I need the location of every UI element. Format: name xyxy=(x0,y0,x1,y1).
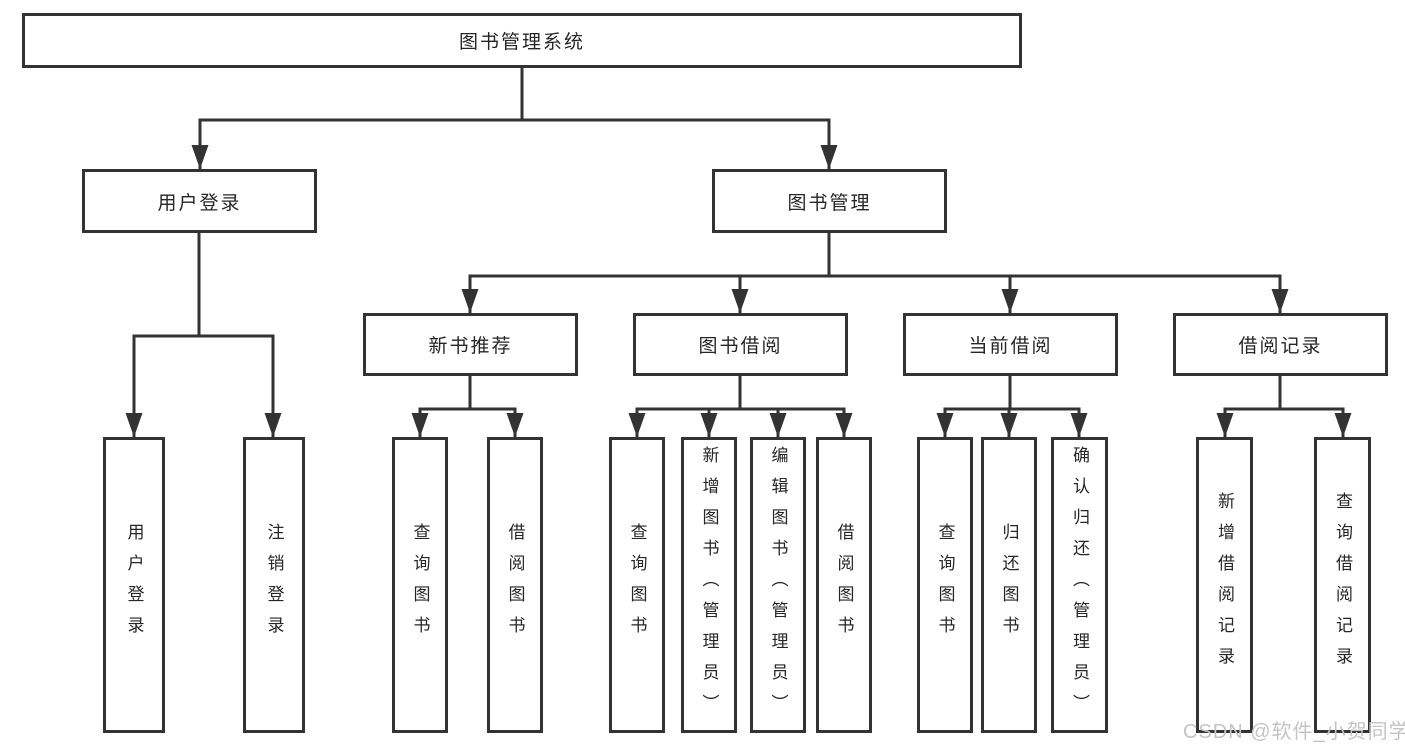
arrowhead xyxy=(1334,413,1352,437)
node-book-management: 图书管理 xyxy=(712,169,947,233)
leaf-current-query-books: 查询图书 xyxy=(917,437,973,733)
arrowhead xyxy=(125,413,143,437)
leaf-return-books-label: 归还图书 xyxy=(999,523,1019,647)
arrowhead xyxy=(936,413,954,437)
arrowhead xyxy=(628,413,646,437)
leaf-recommend-borrow-books-label: 借阅图书 xyxy=(505,523,525,647)
node-borrowing-records-label: 借阅记录 xyxy=(1238,336,1323,357)
leaf-add-books-admin: 新增图书（管理员） xyxy=(681,437,737,733)
node-current-borrowing: 当前借阅 xyxy=(903,313,1118,376)
arrowhead xyxy=(1271,289,1289,313)
leaf-borrow-books-label: 借阅图书 xyxy=(834,523,854,647)
leaf-edit-books-admin: 编辑图书（管理员） xyxy=(750,437,806,733)
node-borrowing-records: 借阅记录 xyxy=(1173,313,1388,376)
leaf-user-login-label: 用户登录 xyxy=(124,523,144,647)
arrowhead xyxy=(1070,413,1088,437)
node-new-book-recommendation-label: 新书推荐 xyxy=(428,336,513,357)
leaf-logout-label: 注销登录 xyxy=(264,523,284,647)
leaf-add-borrow-record-label: 新增借阅记录 xyxy=(1215,492,1234,678)
leaf-borrow-books: 借阅图书 xyxy=(816,437,872,733)
leaf-confirm-return-admin: 确认归还（管理员） xyxy=(1051,437,1108,733)
leaf-borrow-query-books-label: 查询图书 xyxy=(627,523,647,647)
arrowhead xyxy=(1216,413,1234,437)
node-book-management-label: 图书管理 xyxy=(787,192,872,214)
arrowhead xyxy=(1000,413,1018,437)
leaf-edit-books-admin-label: 编辑图书（管理员） xyxy=(768,445,788,725)
arrowhead xyxy=(820,145,838,169)
node-current-borrowing-label: 当前借阅 xyxy=(968,336,1053,357)
leaf-user-login: 用户登录 xyxy=(103,437,165,733)
node-user-login: 用户登录 xyxy=(82,169,317,233)
node-user-login-label: 用户登录 xyxy=(157,192,242,214)
leaf-recommend-query-books-label: 查询图书 xyxy=(410,523,430,647)
csdn-watermark: CSDN @软件_小贺同学 xyxy=(1183,721,1405,743)
leaf-query-borrow-record-label: 查询借阅记录 xyxy=(1333,492,1352,678)
arrowhead xyxy=(835,413,853,437)
connector-borrow-records-to-leaves xyxy=(1223,376,1345,437)
node-book-borrowing-label: 图书借阅 xyxy=(698,336,783,357)
node-new-book-recommendation: 新书推荐 xyxy=(363,313,578,376)
leaf-recommend-borrow-books: 借阅图书 xyxy=(487,437,543,733)
arrowhead xyxy=(1001,289,1019,313)
arrowhead xyxy=(191,145,209,169)
arrowhead xyxy=(506,413,524,437)
leaf-add-borrow-record: 新增借阅记录 xyxy=(1196,437,1253,733)
connector-root-to-level2 xyxy=(198,68,831,169)
leaf-confirm-return-admin-label: 确认归还（管理员） xyxy=(1070,445,1089,725)
node-root-label: 图书管理系统 xyxy=(458,32,585,53)
connector-new-book-to-leaves xyxy=(418,376,517,437)
connector-book-borrow-to-leaves xyxy=(635,376,846,437)
connector-book-management-to-level3 xyxy=(468,233,1282,313)
connector-user-login-to-leaves xyxy=(132,233,275,437)
arrowhead xyxy=(461,289,479,313)
leaf-current-query-books-label: 查询图书 xyxy=(935,523,955,647)
leaf-borrow-query-books: 查询图书 xyxy=(609,437,665,733)
leaf-return-books: 归还图书 xyxy=(981,437,1037,733)
node-root-system: 图书管理系统 xyxy=(22,13,1022,68)
arrowhead xyxy=(700,413,718,437)
arrowhead xyxy=(769,413,787,437)
arrowhead xyxy=(411,413,429,437)
leaf-logout: 注销登录 xyxy=(243,437,305,733)
arrowhead xyxy=(731,289,749,313)
leaf-recommend-query-books: 查询图书 xyxy=(392,437,448,733)
leaf-query-borrow-record: 查询借阅记录 xyxy=(1314,437,1371,733)
leaf-add-books-admin-label: 新增图书（管理员） xyxy=(699,445,719,725)
arrowhead xyxy=(264,413,282,437)
node-book-borrowing: 图书借阅 xyxy=(633,313,848,376)
